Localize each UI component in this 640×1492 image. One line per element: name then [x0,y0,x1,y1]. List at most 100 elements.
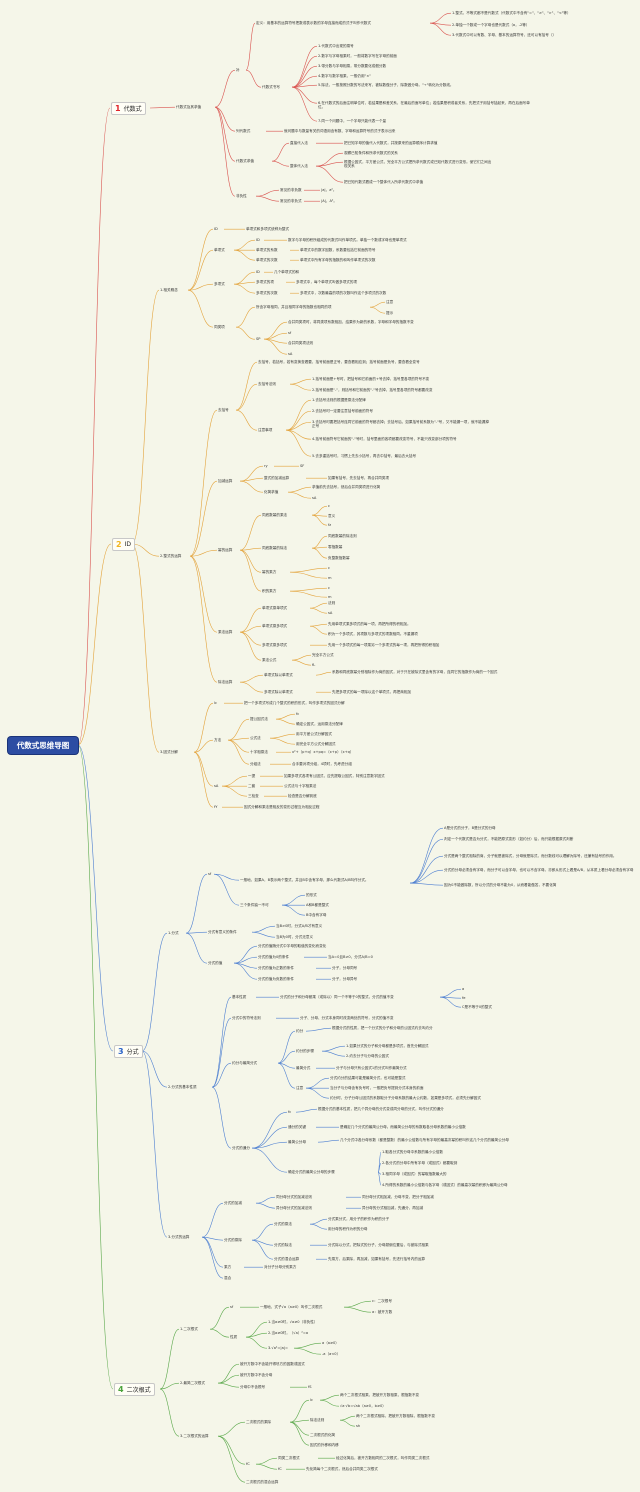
edge-s2-d1b2 [269,737,296,745]
node-s3-c3d1: 分式约分的结果可能是最简分式，也可能是整式 [330,1076,406,1080]
node-s1-b4: 非负性 [236,194,247,198]
section-number: 1 [115,104,121,113]
node-s2-b3b3: 合并同类项法则 [288,341,314,345]
node-s2-c2c1: 求值前先去括号，然后合并同类项进行化简 [312,485,381,489]
node-s3-b3: 分式的值 [208,961,223,965]
edge-s3-c4c1 [317,1139,340,1143]
node-s3-c3b: 约分的步骤 [296,1049,314,1053]
edge-s3-b2b [251,931,276,938]
node-s3-b2b: 当B为0时，分式无意义 [276,935,314,939]
edge-s3-c3d [277,1062,296,1089]
edge-s1-e-6 [291,86,318,122]
node-s2-d1b1: 用平方差公式分解因式 [296,732,332,736]
node-s3-c4d2: 2.各分式的分母中所有字母（或因式）都要取到 [382,1161,458,1165]
edge-s2-b3a2 [369,306,386,314]
edge-s2-c2c2 [287,491,312,499]
node-s3-c3d3: 约分时，分子分母公因式的系数取分子分母系数的最大公约数，如果是多项式，必须先分解… [330,1096,481,1100]
node-s3-c3d: 注意 [296,1086,304,1090]
node-s2-d2c1: 检查是否分解到底 [288,794,317,798]
node-s1-c4a: 把已知字母的值代入代数式，并按原来的运算顺序计算求值 [344,141,438,145]
node-s3-c2a: 分子、分母、分式本身同时改变两处的符号，分式的值不变 [300,1016,394,1020]
node-s3-c3a: 约分 [296,1029,304,1033]
edge-s2-c1b2 [289,383,312,391]
edge-s2-c4c [239,631,262,646]
edge-s2-d1a [227,718,250,741]
node-s2-d1b2: 用完全平方公式分解因式 [296,742,336,746]
edge-s2-b2b [233,281,256,285]
node-s3-b3b1: 当A=0且B≠0，分式A/B=0 [328,955,373,959]
edge-s3-b1a5 [409,882,444,886]
edge-s3-b3a [233,945,258,964]
node-s2-b0a: 单项式和多项式统称为整式 [246,227,290,231]
node-s4-d1: 二次根式的乘除 [246,1420,272,1424]
edge-s3-c2 [211,1017,232,1088]
node-s2-c1c5: 5.去多重括号时，习惯上先去小括号，再去中括号，最后去大括号 [312,454,417,458]
node-s4-d2b1: 先化简每个二次根式，然后合并同类二次根式 [306,1467,378,1471]
edge-s2-d1a1 [275,713,296,720]
edge-s1-e-2 [291,65,318,88]
edge-s2-c3d1 [289,587,328,592]
node-s2-c3d1: c [328,586,330,590]
node-s3-c3c: 最简分式 [296,1066,311,1070]
edge-s2-c3 [189,549,218,557]
node-s2-c3: 幂的运算 [218,548,233,552]
edge-s3-b1b [213,873,240,906]
edge-s3-d2a1 [309,1218,328,1225]
edge-s3-b1a3 [409,855,444,884]
node-s2-c1a: 去括号，若括号，若有变换查看要，括号前面是正号，要查看相应到；括号前面是负号，要… [258,360,420,364]
node-s2-c1c3: 3.去括号时要把括号连同它前面的符号都去掉；去括号后，如果括号前系数为"-"号，… [312,420,489,429]
node-s3-d4: 混合 [224,1276,232,1280]
node-s2-c4c1: 先用一个多项式的每一项乘另一个多项式的每一项，再把所得的积相加 [328,643,440,647]
edge-s3-a3 [141,1050,168,1238]
section-number: 3 [118,1047,124,1056]
node-s2-b1b_t: 单项式中的数字因数，系数要包括它前面的符号 [300,248,376,252]
node-s4-c1: 被开方数中不含能开得尽方的因数或因式 [240,1362,305,1366]
edge-s4-c3 [217,1382,240,1388]
edge-s3-d3 [201,1236,224,1268]
node-s4-d1d: 因式的外移和内移 [310,1443,339,1447]
edge-s2-c4b [239,625,262,633]
node-s3-d1b: 异分母分式的加减法则 [276,1206,312,1210]
node-s2-c4a1: 法则 [328,601,336,605]
node-s4-b2c1: a（a≥0） [322,1341,339,1345]
node-s3-c4d1: 1.取各分式的分母中系数的最小公倍数 [382,1150,443,1154]
node-s2-d1c1: x²+（p+q）x+pq=（x+p）（x+q） [292,750,354,754]
node-s1-e-2: 3.带分数与字母相乘，带分数要化成假分数 [318,64,387,68]
node-s2-b2a_t: 几个单项式的和 [274,270,300,274]
node-s3-d3: 乘方 [224,1265,232,1269]
node-s3-c4d3: 3.相同字母（或因式）的幂取指数最大的 [382,1172,447,1176]
node-s2-c1: 去括号 [218,408,229,412]
edge-s2-c4b2 [309,625,328,635]
edge-s2-c1c4 [285,429,312,440]
node-s2-c1b1: 1.括号前面是+号时，把括号和它前面的+号去掉，括号里各项的符号不变 [312,377,430,381]
node-s2-d1a2: 确定公因式，运用乘法分配律 [296,722,343,726]
node-s1-c5b: 根据公因式，平方差公式，完全平方公式把所求代数式或已知代数式进行变形。使它们之间… [344,160,492,169]
node-s3-c4a: fc [288,1110,292,1114]
edge-s1-b4 [214,106,236,197]
node-s2-c5b1: 先把多项式的每一项除以这个单项式，再把商相加 [332,690,412,694]
node-s2-c4a: 单项式乘单项式 [262,606,288,610]
edge-s1-c5 [271,160,290,167]
node-s2-c3b2: 零指数幂 [328,545,343,549]
node-s3-c3b2: 2.约去分子与分母的公因式 [346,1054,389,1058]
edge-s1-e-1 [291,55,318,88]
node-s2-c1c1: 1.去括号法则的根据是乘法分配律 [312,398,366,402]
edge-s1-a1 [149,106,176,109]
edge-s3-d2 [201,1236,224,1241]
node-s4-d1a1: 两个二次根式相乘，把被开方数相乘，根指数不变 [340,1393,420,1397]
node-s3-b1: sf [208,872,212,876]
node-s3-d1b1: 异分母的分式相加减，先通分，再加减 [362,1206,424,1210]
node-s2-d1d: 分组法 [250,762,261,766]
node-s2-c4d: 乘法公式 [262,658,277,662]
node-s3-c4a1: 根据分式的基本性质，把几个异分母的分式变成同分母的分式，叫作分式的通分 [318,1107,444,1111]
node-s2-c3a1: c [328,504,330,508]
edge-root-section-1 [77,107,111,746]
node-s2-d0: lc [214,701,217,705]
edge-s2-d2a [221,775,248,787]
node-s3-c1a1: a [462,987,465,991]
node-s4-a3: 3.二次根式的运算 [180,1434,209,1438]
edge-s2-b3b1 [263,321,288,340]
